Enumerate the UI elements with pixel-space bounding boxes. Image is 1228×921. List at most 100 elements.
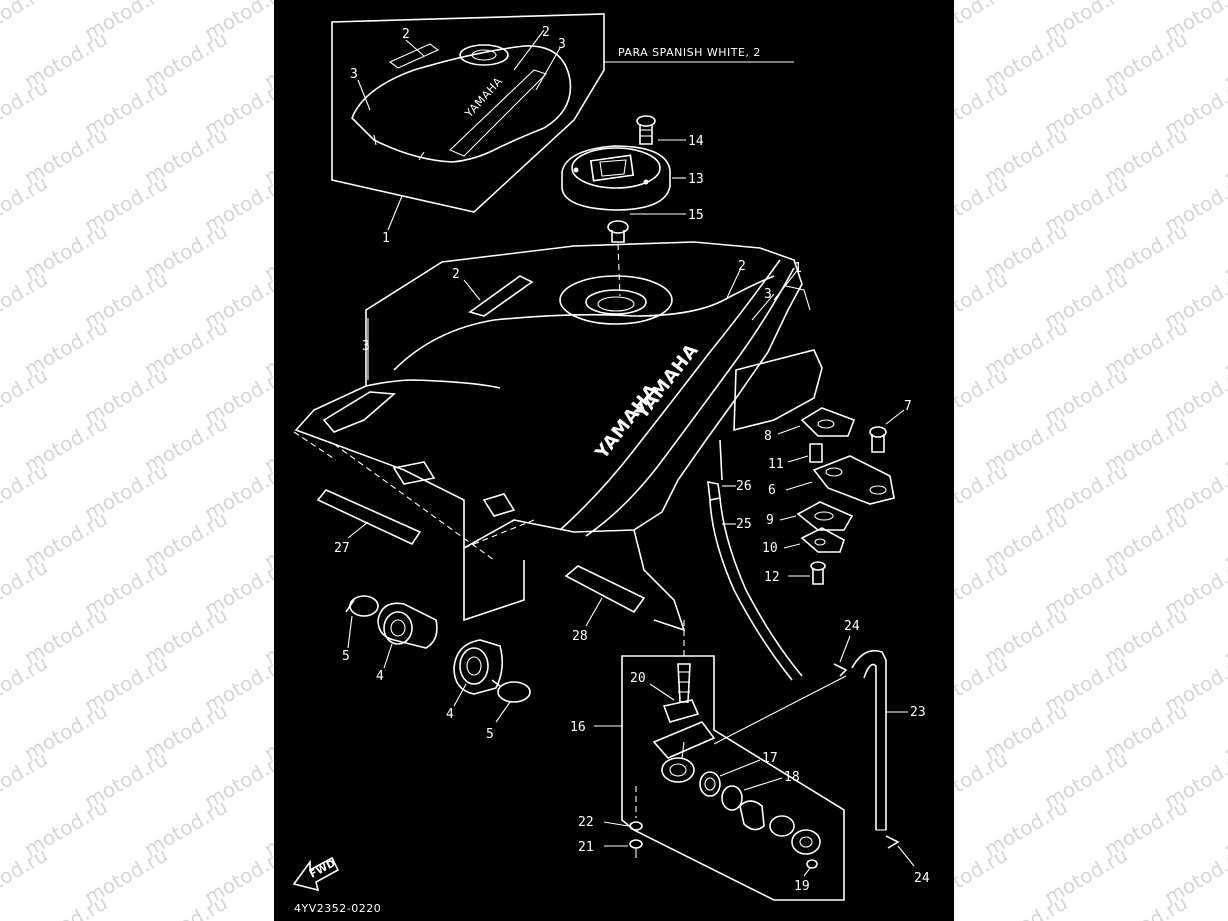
label-18: 18 <box>784 770 800 785</box>
label-14: 14 <box>688 134 704 149</box>
watermark-text: motod.ru <box>1220 26 1228 94</box>
watermark-text: motod.ru <box>0 554 52 622</box>
fuel-cock-assembly: 20 17 18 19 22 21 16 <box>570 620 845 901</box>
label-15: 15 <box>688 208 704 223</box>
watermark-text: motod.ru <box>20 218 112 286</box>
damper-28: 28 <box>564 565 646 644</box>
watermark-text: motod.ru <box>1160 842 1228 910</box>
watermark-text: motod.ru <box>140 698 232 766</box>
watermark-text: motod.ru <box>1220 122 1228 190</box>
watermark-text: motod.ru <box>1100 891 1191 921</box>
label-23: 23 <box>910 705 926 720</box>
watermark-text: motod.ru <box>140 122 232 190</box>
watermark-text: motod.ru <box>1040 650 1132 718</box>
watermark-text: motod.ru <box>0 362 52 430</box>
watermark-text: motod.ru <box>20 314 112 382</box>
watermark-text: motod.ru <box>980 602 1072 670</box>
watermark-text: motod.ru <box>1160 746 1228 814</box>
watermark-text: motod.ru <box>1040 554 1132 622</box>
watermark-text: motod.ru <box>1100 218 1192 286</box>
fwd-arrow: FWD <box>292 856 340 892</box>
label-2b-inset: 2 <box>542 25 550 40</box>
watermark-text: motod.ru <box>20 410 112 478</box>
label-9: 9 <box>766 513 774 528</box>
mount-bracket-group: 7 8 11 6 9 10 12 <box>762 399 912 585</box>
watermark-text: motod.ru <box>1040 74 1132 142</box>
label-7: 7 <box>904 399 912 414</box>
watermark-text: motod.ru <box>80 74 172 142</box>
watermark-text: motod.ru <box>1220 218 1228 286</box>
watermark-text: motod.ru <box>80 170 172 238</box>
watermark-text: motod.ru <box>0 746 52 814</box>
watermark-text: motod.ru <box>80 458 172 526</box>
watermark-text: motod.ru <box>1040 170 1132 238</box>
watermark-text: motod.ru <box>1220 602 1228 670</box>
watermark-text: motod.ru <box>0 842 52 910</box>
watermark-text: motod.ru <box>140 26 232 94</box>
watermark-text: motod.ru <box>980 410 1072 478</box>
label-11: 11 <box>768 457 784 472</box>
fuel-hose: 23 24 24 <box>713 619 930 886</box>
watermark-text: motod.ru <box>20 794 112 862</box>
label-1-inset: 1 <box>382 231 390 246</box>
label-27: 27 <box>334 541 350 556</box>
side-cover-left: 5 4 <box>342 595 438 684</box>
label-2-tank-left: 2 <box>452 267 460 282</box>
watermark-text: motod.ru <box>140 891 231 921</box>
label-16: 16 <box>570 720 586 735</box>
color-note: PARA SPANISH WHITE, 2 <box>618 46 761 59</box>
label-21: 21 <box>578 840 594 855</box>
side-cover-right: 4 5 <box>446 639 531 742</box>
watermark-text: motod.ru <box>0 74 52 142</box>
watermark-text: motod.ru <box>20 122 112 190</box>
watermark-text: motod.ru <box>1160 74 1228 142</box>
watermark-text: motod.ru <box>0 650 52 718</box>
label-8: 8 <box>764 429 772 444</box>
label-3a-inset: 3 <box>350 67 358 82</box>
watermark-text: motod.ru <box>980 314 1072 382</box>
watermark-text: motod.ru <box>980 122 1072 190</box>
fuel-cap-group: 14 13 15 <box>561 115 704 297</box>
watermark-text: motod.ru <box>140 410 232 478</box>
label-24-top: 24 <box>844 619 860 634</box>
watermark-text: motod.ru <box>80 362 172 430</box>
label-2-inset: 2 <box>402 27 410 42</box>
label-2-tank-right: 2 <box>738 259 746 274</box>
watermark-text: motod.ru <box>980 698 1072 766</box>
watermark-text: motod.ru <box>1220 794 1228 862</box>
watermark-text: motod.ru <box>980 794 1072 862</box>
watermark-text: motod.ru <box>20 506 112 574</box>
watermark-text: motod.ru <box>1040 266 1132 334</box>
watermark-text: motod.ru <box>1160 650 1228 718</box>
watermark-text: motod.ru <box>1100 410 1192 478</box>
watermark-text: motod.ru <box>1220 506 1228 574</box>
watermark-text: motod.ru <box>1160 554 1228 622</box>
watermark-text: motod.ru <box>1160 170 1228 238</box>
label-19: 19 <box>794 879 810 894</box>
svg-text:YAMAHA: YAMAHA <box>462 75 505 121</box>
watermark-text: motod.ru <box>0 170 52 238</box>
label-1-tank: 1 <box>794 261 802 276</box>
watermark-text: motod.ru <box>80 842 172 910</box>
watermark-text: motod.ru <box>1100 698 1192 766</box>
watermark-text: motod.ru <box>980 506 1072 574</box>
watermark-text: motod.ru <box>1160 458 1228 526</box>
watermark-text: motod.ru <box>20 602 112 670</box>
breather-hose: 26 25 <box>707 479 803 681</box>
label-4-right: 4 <box>446 707 454 722</box>
fuel-tank: YAMAHA YAMAHA <box>293 241 823 632</box>
watermark-text: motod.ru <box>1100 314 1192 382</box>
label-28: 28 <box>572 629 588 644</box>
label-10: 10 <box>762 541 778 556</box>
watermark-text: motod.ru <box>80 0 172 46</box>
watermark-text: motod.ru <box>1040 458 1132 526</box>
watermark-text: motod.ru <box>1160 362 1228 430</box>
watermark-text: motod.ru <box>80 554 172 622</box>
watermark-text: motod.ru <box>20 26 112 94</box>
label-17: 17 <box>762 751 778 766</box>
label-5-left: 5 <box>342 649 350 664</box>
watermark-text: motod.ru <box>140 218 232 286</box>
watermark-text: motod.ru <box>0 266 52 334</box>
watermark-text: motod.ru <box>0 458 52 526</box>
watermark-text: motod.ru <box>140 602 232 670</box>
